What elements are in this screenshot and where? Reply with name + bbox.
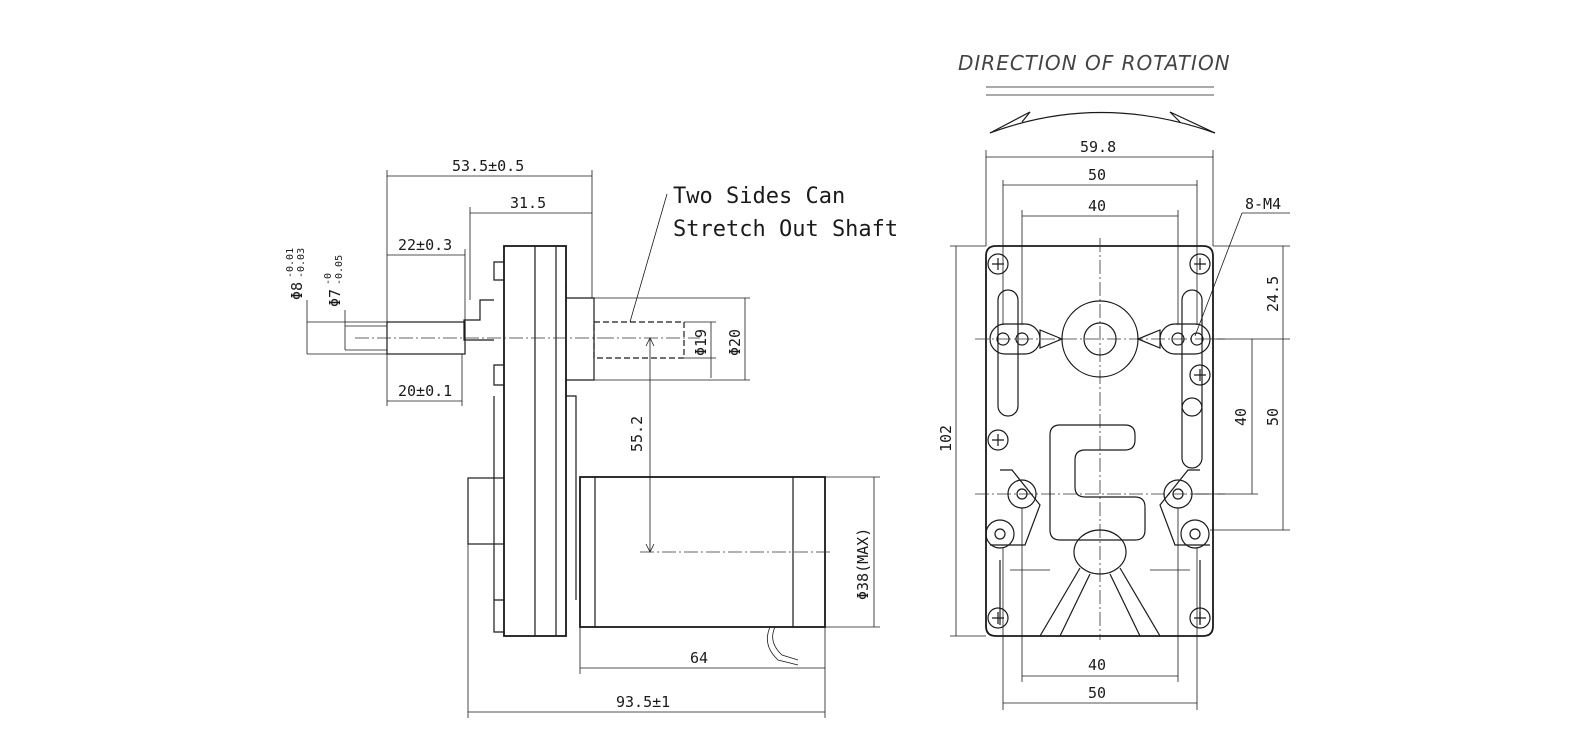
dim-overall-head-text: 53.5±0.5 xyxy=(452,157,524,175)
side-view: 53.5±0.5 31.5 22±0.3 20±0.1 Φ8 xyxy=(285,157,880,718)
dim-shaft-main-tol-lower: -0.03 xyxy=(296,248,307,278)
motor-body xyxy=(579,476,830,666)
dim-motor-dia xyxy=(825,476,880,628)
gearbox-plate xyxy=(985,245,1214,637)
dim-height-top-offset-text: 24.5 xyxy=(1264,276,1282,312)
dim-59-8 xyxy=(985,150,1214,246)
dim-height-holes-a-text: 40 xyxy=(1232,408,1250,426)
screw-icon-ml xyxy=(987,429,1009,451)
dim-50-bottom xyxy=(1002,548,1198,710)
dim-gearbox-depth-text: 31.5 xyxy=(510,194,546,212)
screw-icon-br xyxy=(1189,607,1211,629)
holes-spec-leader xyxy=(1194,212,1290,337)
dim-55-2 xyxy=(645,337,655,553)
note-line-1: Two Sides Can xyxy=(673,184,845,209)
dim-shaft-flat-tol-lower: -0.05 xyxy=(334,255,345,285)
dim-boss-outer-text: Φ20 xyxy=(726,329,744,356)
dim-53-5 xyxy=(386,170,593,322)
dim-shaft-flat-dia-text: Φ7 xyxy=(326,289,344,307)
dim-boss-dia xyxy=(594,297,750,381)
dim-motor-dia-text: Φ38(MAX) xyxy=(854,528,872,600)
dim-40-top xyxy=(1021,210,1179,325)
dim-50-top xyxy=(1002,180,1198,325)
output-shaft xyxy=(355,321,600,355)
dim-shaft-main-tol-upper: -0.01 xyxy=(285,248,296,278)
dim-overall-length-text: 93.5±1 xyxy=(616,693,670,711)
dim-boss-inner-text: Φ19 xyxy=(692,329,710,356)
dim-102 xyxy=(950,245,986,637)
holes-spec-text: 8-M4 xyxy=(1245,195,1281,213)
dim-24-5 xyxy=(1210,245,1290,340)
dim-motor-length-text: 64 xyxy=(690,649,708,667)
dim-shaft-dia xyxy=(306,300,387,355)
dim-motor-offset-text: 55.2 xyxy=(628,416,646,452)
rotation-title: DIRECTION OF ROTATION xyxy=(958,51,1231,75)
dim-height-holes-b-text: 50 xyxy=(1264,408,1282,426)
screw-icon-tl xyxy=(987,253,1009,275)
dim-width-holes-top-text: 50 xyxy=(1088,166,1106,184)
note-line-2: Stretch Out Shaft xyxy=(673,217,898,242)
dim-64 xyxy=(579,627,826,718)
dim-22 xyxy=(387,249,466,322)
dim-31-5 xyxy=(469,207,592,300)
dim-20 xyxy=(386,354,463,406)
screw-icon-tr xyxy=(1189,253,1211,275)
dim-93-5 xyxy=(467,544,825,718)
dim-height-overall-text: 102 xyxy=(937,425,955,452)
screw-icon-bl xyxy=(987,607,1009,629)
dim-width-holes-inner-top-text: 40 xyxy=(1088,197,1106,215)
shaft-boss xyxy=(593,321,700,359)
note-leader xyxy=(629,193,668,323)
dim-40-right xyxy=(1192,339,1258,495)
dim-width-holes-bottom-text: 50 xyxy=(1088,684,1106,702)
gearbox-body xyxy=(463,245,595,637)
dim-width-outer-text: 59.8 xyxy=(1080,138,1116,156)
screw-icon-mr xyxy=(1189,364,1211,386)
motor-mount xyxy=(985,424,1210,637)
dim-40-bottom xyxy=(1021,508,1179,682)
dim-shaft-flat-tol-upper: -0 xyxy=(323,273,334,285)
front-view: 59.8 50 40 8-M4 24.5 40 xyxy=(937,138,1290,710)
dim-shaft-length-text: 22±0.3 xyxy=(398,236,452,254)
dim-shaft-main-text: Φ8 xyxy=(288,282,306,300)
dim-shaft-flat-text: 20±0.1 xyxy=(398,382,452,400)
dim-50-right xyxy=(1210,339,1290,531)
rotation-arrow xyxy=(986,86,1216,134)
dim-width-holes-inner-bottom-text: 40 xyxy=(1088,656,1106,674)
